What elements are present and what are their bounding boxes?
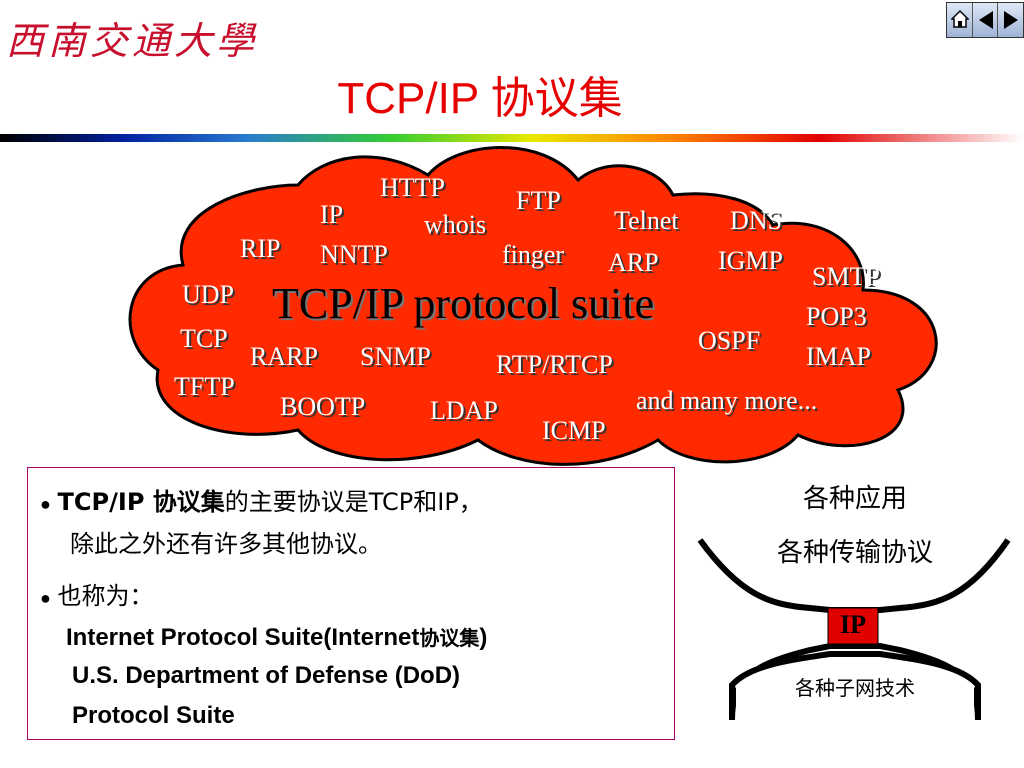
slide-nav (946, 2, 1024, 38)
alias-line-1-c: ) (479, 624, 488, 651)
bullet-1-text: 的主要协议是TCP和IP， (224, 488, 483, 516)
protocol-label: and many more... (636, 386, 818, 415)
alias-line-2: U.S. Department of Defense (DoD) (72, 662, 461, 689)
protocol-label: POP3 (806, 302, 867, 331)
protocol-label: UDP (182, 280, 235, 309)
hourglass-diagram (697, 538, 1011, 721)
diagram-subnet-label: 各种子网技术 (795, 676, 915, 700)
protocol-label: ARP (608, 248, 659, 277)
previous-icon (978, 11, 993, 29)
protocol-label: BOOTP (280, 392, 366, 421)
protocol-label: finger (502, 240, 565, 269)
protocol-label: ICMP (542, 416, 606, 445)
gradient-divider (0, 134, 1024, 142)
next-button[interactable] (998, 3, 1024, 37)
protocol-label: RTP/RTCP (496, 350, 613, 379)
protocol-label: IGMP (718, 246, 784, 275)
previous-button[interactable] (972, 3, 999, 37)
home-button[interactable] (947, 3, 973, 37)
home-icon (951, 9, 969, 28)
protocol-label: IP (320, 200, 344, 229)
bullet-2: ● 也称为： (40, 576, 154, 611)
cloud-title: TCP/IP protocol suite (272, 279, 655, 328)
bullet-1-bold: TCP/IP 协议集 (57, 488, 225, 516)
alias-line-1-b: 协议集 (419, 626, 480, 650)
protocol-label: IMAP (806, 342, 872, 371)
page-title: TCP/IP 协议集 (337, 74, 623, 123)
bullet-dot: ● (40, 494, 51, 514)
protocol-label: OSPF (698, 326, 761, 355)
protocol-label: DNS (730, 206, 783, 235)
protocol-label: FTP (516, 186, 561, 215)
university-logo: 西南交通大學 (6, 19, 259, 63)
protocol-label: whois (424, 210, 487, 239)
next-icon (1004, 11, 1019, 29)
diagram-ip-label: IP (840, 610, 866, 639)
alias-line-1: Internet Protocol Suite(Internet协议集) (66, 622, 487, 652)
bullet-1-line2: 除此之外还有许多其他协议。 (70, 530, 382, 558)
diagram-top-label: 各种应用 (802, 484, 907, 514)
bullet-1: ● TCP/IP 协议集的主要协议是TCP和IP， (40, 482, 483, 517)
protocol-label: LDAP (430, 396, 498, 425)
diagram-transport-label: 各种传输协议 (776, 538, 933, 568)
bullet-box (27, 467, 675, 740)
bullet-2-text: 也称为： (57, 582, 154, 610)
protocol-label: SMTP (812, 262, 880, 291)
bullet-dot: ● (40, 588, 51, 608)
protocol-label: HTTP (380, 173, 445, 202)
protocol-label: TFTP (174, 372, 235, 401)
alias-line-1-a: Internet Protocol Suite(Internet (66, 624, 420, 651)
protocol-cloud (128, 146, 938, 466)
protocol-label: Telnet (614, 206, 679, 235)
protocol-label: NNTP (320, 240, 388, 269)
alias-line-3: Protocol Suite (72, 702, 235, 729)
protocol-label: TCP (180, 324, 228, 353)
protocol-label: RIP (240, 234, 281, 263)
protocol-label: RARP (250, 342, 318, 371)
protocol-label: SNMP (360, 342, 431, 371)
